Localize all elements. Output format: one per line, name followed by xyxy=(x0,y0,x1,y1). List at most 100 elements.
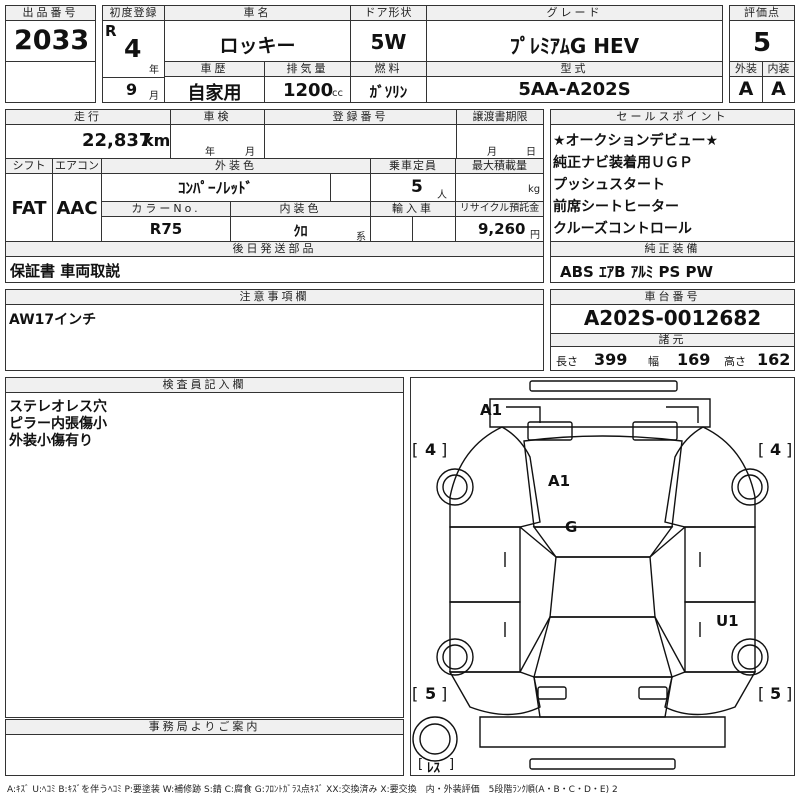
interior-color-label: 内装色 xyxy=(230,201,371,217)
first-reg-era: R xyxy=(105,22,117,40)
door-label: ドア形状 xyxy=(350,5,427,21)
mileage-unit: km xyxy=(143,131,171,150)
mark-glass: G xyxy=(565,518,578,536)
width-value: 169 xyxy=(677,350,711,369)
specs-label: 諸元 xyxy=(550,333,795,347)
history-value: 自家用 xyxy=(187,83,242,104)
inspector-box xyxy=(5,392,404,718)
inspector-line-1: ステレオレス穴 xyxy=(9,399,107,415)
exterior-color-label: 外装色 xyxy=(101,158,371,174)
chassis-value: A202S-0012682 xyxy=(583,306,762,330)
length-value: 399 xyxy=(594,350,628,369)
color-no-label: カラーNo. xyxy=(101,201,231,217)
aircon-label: エアコン xyxy=(52,158,102,174)
shift-label: シフト xyxy=(5,158,53,174)
tire-front-left-open: [ xyxy=(412,440,419,459)
tire-front-left: 4 xyxy=(425,440,437,459)
inspector-line-2: ピラー内張傷小 xyxy=(9,416,107,432)
spare-close: ] xyxy=(449,757,455,772)
grade-label: グレード xyxy=(426,5,723,21)
spare-tire-status: ﾚｽ xyxy=(427,761,440,776)
inspection-year-unit: 年 xyxy=(205,147,215,158)
sales-point-5: クルーズコントロール xyxy=(553,221,692,237)
model-box xyxy=(426,76,723,103)
later-parts-label: 後日発送部品 xyxy=(5,241,544,257)
width-label: 幅 xyxy=(648,355,659,368)
aircon-value: AAC xyxy=(56,198,98,219)
recycle-value: 9,260 xyxy=(478,220,526,238)
interior-grade-label: 内装 xyxy=(762,61,795,77)
fuel-label: 燃料 xyxy=(350,61,427,77)
tire-rear-left-open: [ xyxy=(412,684,419,703)
score-value: 5 xyxy=(752,28,772,58)
lot-label: 出品番号 xyxy=(5,5,96,21)
history-label: 車歴 xyxy=(164,61,265,77)
car-diagram-box xyxy=(410,377,795,776)
mark-roof: A1 xyxy=(548,472,571,490)
sales-point-1: ★オークションデビュー★ xyxy=(553,133,719,149)
capacity-label: 乗車定員 xyxy=(370,158,456,174)
model-value: 5AA-A202S xyxy=(518,79,631,100)
sales-point-4: 前席シートヒーター xyxy=(553,199,679,215)
equipment-box xyxy=(550,256,795,283)
month-unit: 月 xyxy=(149,91,159,102)
notes-value: AW17インチ xyxy=(9,312,97,328)
capacity-unit: 人 xyxy=(437,190,447,201)
cc-unit: cc xyxy=(332,88,343,99)
tire-rear-right: 5 xyxy=(770,684,782,703)
fuel-value: ｶﾞｿﾘﾝ xyxy=(369,83,408,101)
exterior-grade-label: 外装 xyxy=(729,61,763,77)
model-label: 型式 xyxy=(426,61,723,77)
chassis-label: 車台番号 xyxy=(550,289,795,305)
grade-value: ﾌﾟﾚﾐｱﾑG HEV xyxy=(509,34,640,58)
door-type: 5W xyxy=(370,30,407,54)
sales-points-label: セールスポイント xyxy=(550,109,795,125)
notes-label: 注意事項欄 xyxy=(5,289,544,305)
first-reg-month: 9 xyxy=(126,80,138,99)
first-reg-label: 初度登録 xyxy=(102,5,165,21)
tire-rear-left-close: ] xyxy=(441,684,448,703)
sales-point-3: プッシュスタート xyxy=(553,177,665,193)
import-box xyxy=(370,216,456,242)
color-no-value: R75 xyxy=(149,220,183,238)
capacity-value: 5 xyxy=(411,177,423,197)
recycle-label: リサイクル預託金 xyxy=(455,201,544,217)
tire-front-left-close: ] xyxy=(441,440,448,459)
car-name: ロッキー xyxy=(219,35,296,57)
max-load-label: 最大積載量 xyxy=(455,158,544,174)
length-label: 長さ xyxy=(556,355,578,368)
shift-value: FAT xyxy=(11,198,47,219)
recycle-unit: 円 xyxy=(530,230,540,241)
mark-door: U1 xyxy=(716,612,739,630)
equipment-label: 純正装備 xyxy=(550,241,795,257)
height-label: 高さ xyxy=(724,355,746,368)
max-load-unit: kg xyxy=(528,184,541,195)
inspector-line-3: 外装小傷有り xyxy=(9,433,93,449)
registration-box xyxy=(264,124,457,159)
import-label: 輸入車 xyxy=(370,201,456,217)
tire-rear-left: 5 xyxy=(425,684,437,703)
legend: A:ｷｽﾞ U:ﾍｺﾐ B:ｷｽﾞを伴うﾍｺﾐ P:要塗装 W:補修跡 S:錆 … xyxy=(7,785,618,795)
car-diagram xyxy=(412,380,769,770)
year-unit: 年 xyxy=(149,65,159,76)
height-value: 162 xyxy=(757,350,791,369)
inspection-label: 車検 xyxy=(170,109,265,125)
inspector-label: 検査員記入欄 xyxy=(5,377,404,393)
interior-grade-value: A xyxy=(771,78,786,100)
tire-rear-right-close: ] xyxy=(786,684,793,703)
exterior-grade-value: A xyxy=(738,78,754,100)
mark-front: A1 xyxy=(480,401,503,419)
interior-color-value: ｸﾛ xyxy=(293,224,308,240)
notes-box xyxy=(5,304,544,371)
tire-front-right: 4 xyxy=(770,440,782,459)
later-parts-value: 保証書 車両取説 xyxy=(10,262,121,280)
car-name-label: 車名 xyxy=(164,5,351,21)
transfer-month-unit: 月 xyxy=(487,147,497,158)
exterior-color-value: ｺﾝﾊﾟｰﾉﾚｯﾄﾞ xyxy=(177,179,253,197)
tire-front-right-close: ] xyxy=(786,440,793,459)
score-label: 評価点 xyxy=(729,5,795,21)
tire-front-right-open: [ xyxy=(758,440,765,459)
office-label: 事務局よりご案内 xyxy=(5,719,404,735)
later-parts-box xyxy=(5,256,544,283)
office-box xyxy=(5,734,404,776)
